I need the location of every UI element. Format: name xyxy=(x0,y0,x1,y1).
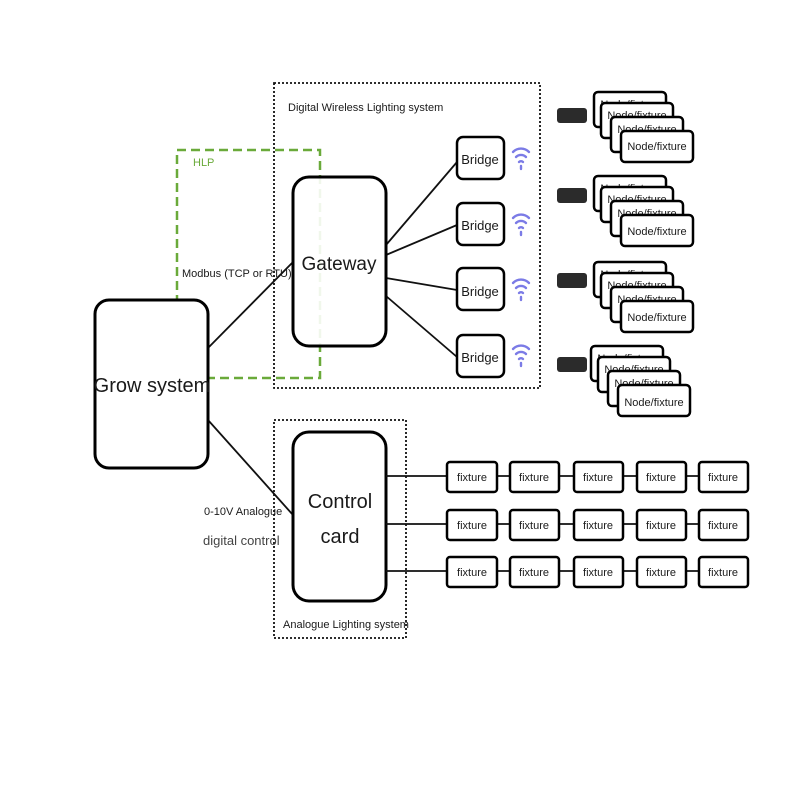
fixture-label: fixture xyxy=(708,567,738,579)
bridge-4: Bridge xyxy=(455,333,506,379)
gateway-label: Gateway xyxy=(302,254,377,275)
bridge-3: Bridge xyxy=(455,266,506,312)
grow-system-label: Grow system xyxy=(94,375,211,397)
wireless-dongle-icon xyxy=(557,273,587,288)
node-fixture xyxy=(619,299,695,334)
wifi-icons xyxy=(511,147,531,368)
fixture-box xyxy=(697,508,750,542)
fixture-row-1: fixture fixture fixture fixture fixture xyxy=(445,460,750,494)
fixture-box xyxy=(572,460,625,494)
analogue-system-boundary xyxy=(273,419,407,639)
hlp-label: HLP xyxy=(193,157,214,169)
control-card-label-line1: Control xyxy=(308,491,372,513)
analogue-system-label: Analogue Lighting system xyxy=(283,619,409,631)
modbus-label: Modbus (TCP or RTU) xyxy=(182,268,292,280)
connector-grow-gateway xyxy=(207,261,294,349)
fixture-label: fixture xyxy=(583,567,613,579)
node-fixture xyxy=(619,129,695,164)
fixture-box xyxy=(697,460,750,494)
wifi-icon xyxy=(511,278,531,302)
node-stack-2: Node/fixture Node/fixture Node/fixture N… xyxy=(592,174,695,248)
fixture-label: fixture xyxy=(646,567,676,579)
fixture-label: fixture xyxy=(646,520,676,532)
node-label: Node/fixture xyxy=(624,397,683,409)
digital-control-label: digital control xyxy=(203,533,280,548)
connectors xyxy=(207,161,458,516)
node-stack-1: Node/fixture Node/fixture Node/fixture N… xyxy=(592,90,695,164)
node-label: Node/fixture xyxy=(627,141,686,153)
wireless-dongle-icon xyxy=(557,357,587,372)
node-stack-3: Node/fixture Node/fixture Node/fixture N… xyxy=(592,260,695,334)
connector-gateway-bridge-3 xyxy=(385,277,458,291)
fixture-box xyxy=(635,508,688,542)
bridge-label: Bridge xyxy=(461,284,499,299)
connector-gateway-bridge-1 xyxy=(385,161,458,246)
analogue-signal-label: 0-10V Analogue xyxy=(204,506,282,518)
grow-system-box xyxy=(93,298,210,470)
digital-system-boundary xyxy=(273,82,541,389)
wifi-icon xyxy=(511,344,531,368)
connector-gateway-bridge-4 xyxy=(385,295,458,358)
fixture-box xyxy=(445,460,499,494)
fixture-box xyxy=(508,508,561,542)
fixture-box xyxy=(445,508,499,542)
wifi-icon xyxy=(511,147,531,171)
bridge-1: Bridge xyxy=(455,135,506,181)
wifi-icon xyxy=(511,213,531,237)
connector-grow-control xyxy=(207,419,294,516)
dongles xyxy=(557,108,587,372)
fixture-label: fixture xyxy=(583,472,613,484)
connector-gateway-bridge-2 xyxy=(385,224,458,256)
fixture-label: fixture xyxy=(646,472,676,484)
fixture-box xyxy=(445,555,499,589)
bridge-box xyxy=(455,135,506,181)
control-card-label-line2: card xyxy=(321,526,360,548)
bridge-box xyxy=(455,266,506,312)
bridge-2: Bridge xyxy=(455,201,506,247)
wireless-dongle-icon xyxy=(557,188,587,203)
bridge-label: Bridge xyxy=(461,152,499,167)
fixture-label: fixture xyxy=(708,472,738,484)
node-fixture xyxy=(616,383,692,418)
fixture-chains xyxy=(386,475,748,572)
bridge-label: Bridge xyxy=(461,218,499,233)
control-card-box xyxy=(291,430,388,603)
fixture-row-2: fixture fixture fixture fixture fixture xyxy=(445,508,750,542)
fixture-box xyxy=(508,555,561,589)
fixture-label: fixture xyxy=(457,567,487,579)
bridge-label: Bridge xyxy=(461,350,499,365)
fixture-box xyxy=(508,460,561,494)
bridge-box xyxy=(455,201,506,247)
node-fixture xyxy=(619,213,695,248)
node-label: Node/fixture xyxy=(627,226,686,238)
bridge-box xyxy=(455,333,506,379)
fixture-label: fixture xyxy=(583,520,613,532)
fixture-label: fixture xyxy=(519,520,549,532)
fixture-label: fixture xyxy=(519,472,549,484)
wireless-dongle-icon xyxy=(557,108,587,123)
node-stack-4: Node/fixture Node/fixture Node/fixture N… xyxy=(589,344,692,418)
fixture-box xyxy=(572,508,625,542)
fixture-box xyxy=(697,555,750,589)
fixture-box xyxy=(635,460,688,494)
fixture-box xyxy=(635,555,688,589)
fixture-label: fixture xyxy=(519,567,549,579)
fixture-box xyxy=(572,555,625,589)
fixture-label: fixture xyxy=(708,520,738,532)
fixture-row-3: fixture fixture fixture fixture fixture xyxy=(445,555,750,589)
fixture-label: fixture xyxy=(457,520,487,532)
gateway-box xyxy=(291,175,388,348)
digital-system-label: Digital Wireless Lighting system xyxy=(288,102,443,114)
node-label: Node/fixture xyxy=(627,312,686,324)
fixture-label: fixture xyxy=(457,472,487,484)
